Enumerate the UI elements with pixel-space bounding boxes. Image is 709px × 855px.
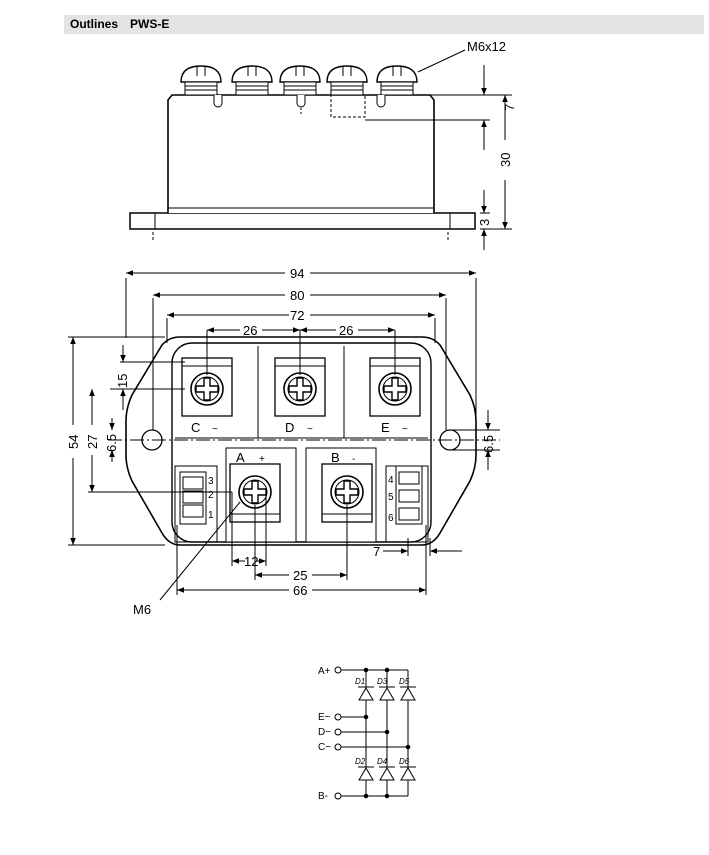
diode-D4: D4 [377,757,388,766]
side-view: M6x12 7 30 3 [129,39,517,250]
header-section: Outlines [70,17,119,31]
svg-text:25: 25 [293,568,307,583]
node-C-ac: C~ [318,742,331,753]
dim-80: 80 [153,288,446,303]
base-plate [129,212,476,230]
dim-7-bottom: 7 [373,544,462,559]
screw-label-m6: M6 [133,602,151,617]
terminal-C-ac: ~ [212,424,218,435]
dim-54: 54 [66,337,81,545]
dim-27: 27 [85,389,100,492]
svg-text:12: 12 [244,554,258,569]
pin-5: 5 [388,492,394,503]
dim-7-side: 7 [502,104,517,111]
dim-66: 66 [177,583,426,598]
svg-text:26: 26 [243,323,257,338]
terminal-A-label: A [236,450,245,465]
pin-3: 3 [208,476,214,487]
pin-block-left: 3 2 1 [179,471,214,525]
module-body [171,342,432,543]
dim-3-side: 3 [477,219,492,226]
terminal-D-ac: ~ [307,424,313,435]
node-A-plus: A+ [318,666,331,677]
diode-D5: D5 [399,677,410,686]
svg-text:26: 26 [339,323,353,338]
terminal-C-label: C [191,420,200,435]
node-D-ac: D~ [318,727,331,738]
svg-text:6.5: 6.5 [104,434,119,452]
terminal-E-ac: ~ [402,424,408,435]
outline-header: Outlines PWS-E [64,15,704,34]
header-package: PWS-E [130,17,170,31]
terminal-B-label: B [331,450,340,465]
dim-6-5-left: 6.5 [104,418,119,462]
svg-text:66: 66 [293,583,307,598]
diode-D6: D6 [399,757,410,766]
dim-94: 94 [126,266,476,281]
svg-text:7: 7 [373,544,380,559]
svg-text:54: 54 [66,435,81,449]
diode-D3: D3 [377,677,388,686]
pin-block-right: 4 5 6 [388,465,423,525]
screw-label-m6x12: M6x12 [467,39,506,54]
pin-1: 1 [208,510,214,521]
node-E-ac: E~ [318,712,331,723]
bridge-schematic: A+ E~ D~ C~ B- D1 D [318,666,416,802]
terminal-E-label: E [381,420,390,435]
dim-15: 15 [115,345,130,410]
svg-text:27: 27 [85,435,100,449]
pin-6: 6 [388,513,394,524]
node-B-minus: B- [318,791,328,802]
svg-text:94: 94 [290,266,304,281]
dim-72: 72 [167,308,435,323]
diode-D1: D1 [355,677,365,686]
pin-2: 2 [208,490,214,501]
dim-25: 25 [255,568,347,583]
terminal-B-minus: - [352,454,355,465]
dim-6-5-right: 6.5 [481,410,496,470]
dim-12: 12 [232,554,266,569]
svg-text:15: 15 [115,374,130,388]
side-screw-heads [180,65,418,96]
svg-text:72: 72 [290,308,304,323]
dim-26-left: 26 [207,323,300,338]
svg-text:6.5: 6.5 [481,435,496,453]
pin-4: 4 [388,475,394,486]
terminal-D-label: D [285,420,294,435]
dim-26-right: 26 [300,323,395,338]
svg-text:80: 80 [290,288,304,303]
diode-D2: D2 [355,757,366,766]
dim-30-side: 30 [498,153,513,167]
terminal-A-plus: + [259,454,265,465]
top-view: C ~ D ~ E ~ A + [66,266,500,617]
